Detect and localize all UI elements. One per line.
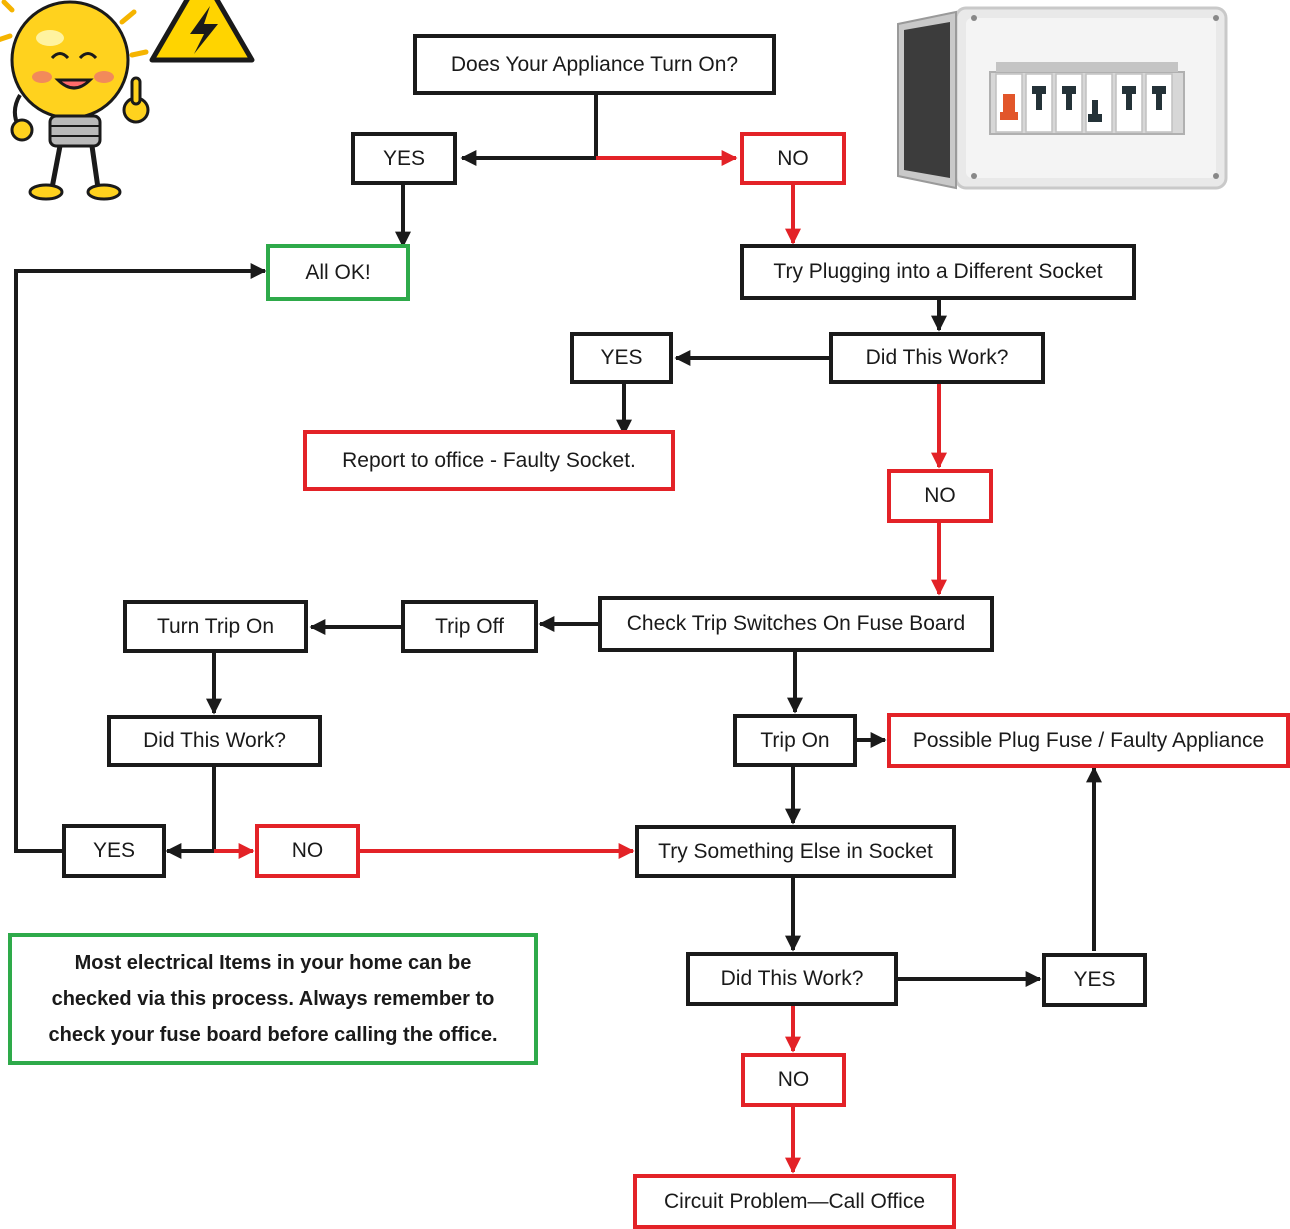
- node-all-ok-label: All OK!: [305, 260, 371, 284]
- node-did-work-3-label: Did This Work?: [720, 967, 864, 990]
- node-no-2-label: NO: [924, 484, 956, 507]
- node-trip-off: Trip Off: [401, 600, 538, 653]
- node-no-1: NO: [740, 132, 846, 185]
- node-start-label: Does Your Appliance Turn On?: [450, 52, 739, 76]
- node-yes-4-label: YES: [1073, 968, 1116, 991]
- node-did-work-1-label: Did This Work?: [865, 346, 1009, 369]
- node-did-work-2: Did This Work?: [107, 715, 322, 767]
- node-report-label: Report to office - Faulty Socket.: [342, 448, 636, 472]
- node-try-socket-label: Try Plugging into a Different Socket: [773, 260, 1103, 283]
- node-yes-2-label: YES: [600, 346, 643, 369]
- fuse-board-icon: [897, 6, 1228, 190]
- node-no-4-label: NO: [777, 1068, 810, 1091]
- node-no-2: NO: [887, 469, 993, 523]
- node-yes-4: YES: [1042, 953, 1147, 1007]
- node-circuit-problem: Circuit Problem—Call Office: [633, 1174, 956, 1229]
- info-note-line-1: Most electrical Items in your home can b…: [74, 952, 472, 974]
- node-no-3: NO: [255, 824, 360, 878]
- node-did-work-3: Did This Work?: [686, 952, 898, 1006]
- lightbulb-mascot-icon: [0, 0, 150, 201]
- node-no-3-label: NO: [291, 839, 324, 862]
- arrow-yes-back-to-allok: [14, 263, 267, 853]
- node-yes-3-label: YES: [92, 839, 136, 862]
- node-trip-on: Trip On: [733, 714, 857, 767]
- node-check-trip: Check Trip Switches On Fuse Board: [598, 596, 994, 652]
- node-possible-fuse-label: Possible Plug Fuse / Faulty Appliance: [912, 728, 1265, 752]
- electric-warning-icon: [149, 0, 255, 63]
- node-start: Does Your Appliance Turn On?: [413, 34, 776, 95]
- node-circuit-label: Circuit Problem—Call Office: [663, 1189, 925, 1213]
- node-all-ok: All OK!: [266, 244, 410, 301]
- node-trip-on-label: Trip On: [760, 728, 830, 752]
- node-no-1-label: NO: [777, 146, 809, 170]
- node-check-trip-label: Check Trip Switches On Fuse Board: [626, 612, 966, 635]
- node-turn-trip-on: Turn Trip On: [123, 600, 308, 653]
- node-turn-trip-on-label: Turn Trip On: [156, 614, 275, 638]
- node-try-else-label: Try Something Else in Socket: [658, 839, 933, 863]
- node-yes-3: YES: [62, 824, 166, 878]
- node-yes-1: YES: [351, 132, 457, 185]
- node-yes-2: YES: [570, 332, 673, 384]
- node-did-work-2-label: Did This Work?: [143, 729, 286, 752]
- node-yes-1-label: YES: [382, 146, 426, 170]
- node-trip-off-label: Trip Off: [435, 614, 504, 638]
- info-note-line-2: checked via this process. Always remembe…: [51, 988, 495, 1010]
- info-note-line-3: check your fuse board before calling the…: [48, 1024, 498, 1046]
- node-no-4: NO: [741, 1053, 846, 1107]
- node-did-work-1: Did This Work?: [829, 332, 1045, 384]
- info-note: Most electrical Items in your home can b…: [8, 933, 538, 1065]
- node-try-something-else: Try Something Else in Socket: [635, 825, 956, 878]
- node-report-faulty-socket: Report to office - Faulty Socket.: [303, 430, 675, 491]
- node-try-socket: Try Plugging into a Different Socket: [740, 244, 1136, 300]
- node-possible-plug-fuse: Possible Plug Fuse / Faulty Appliance: [887, 713, 1290, 768]
